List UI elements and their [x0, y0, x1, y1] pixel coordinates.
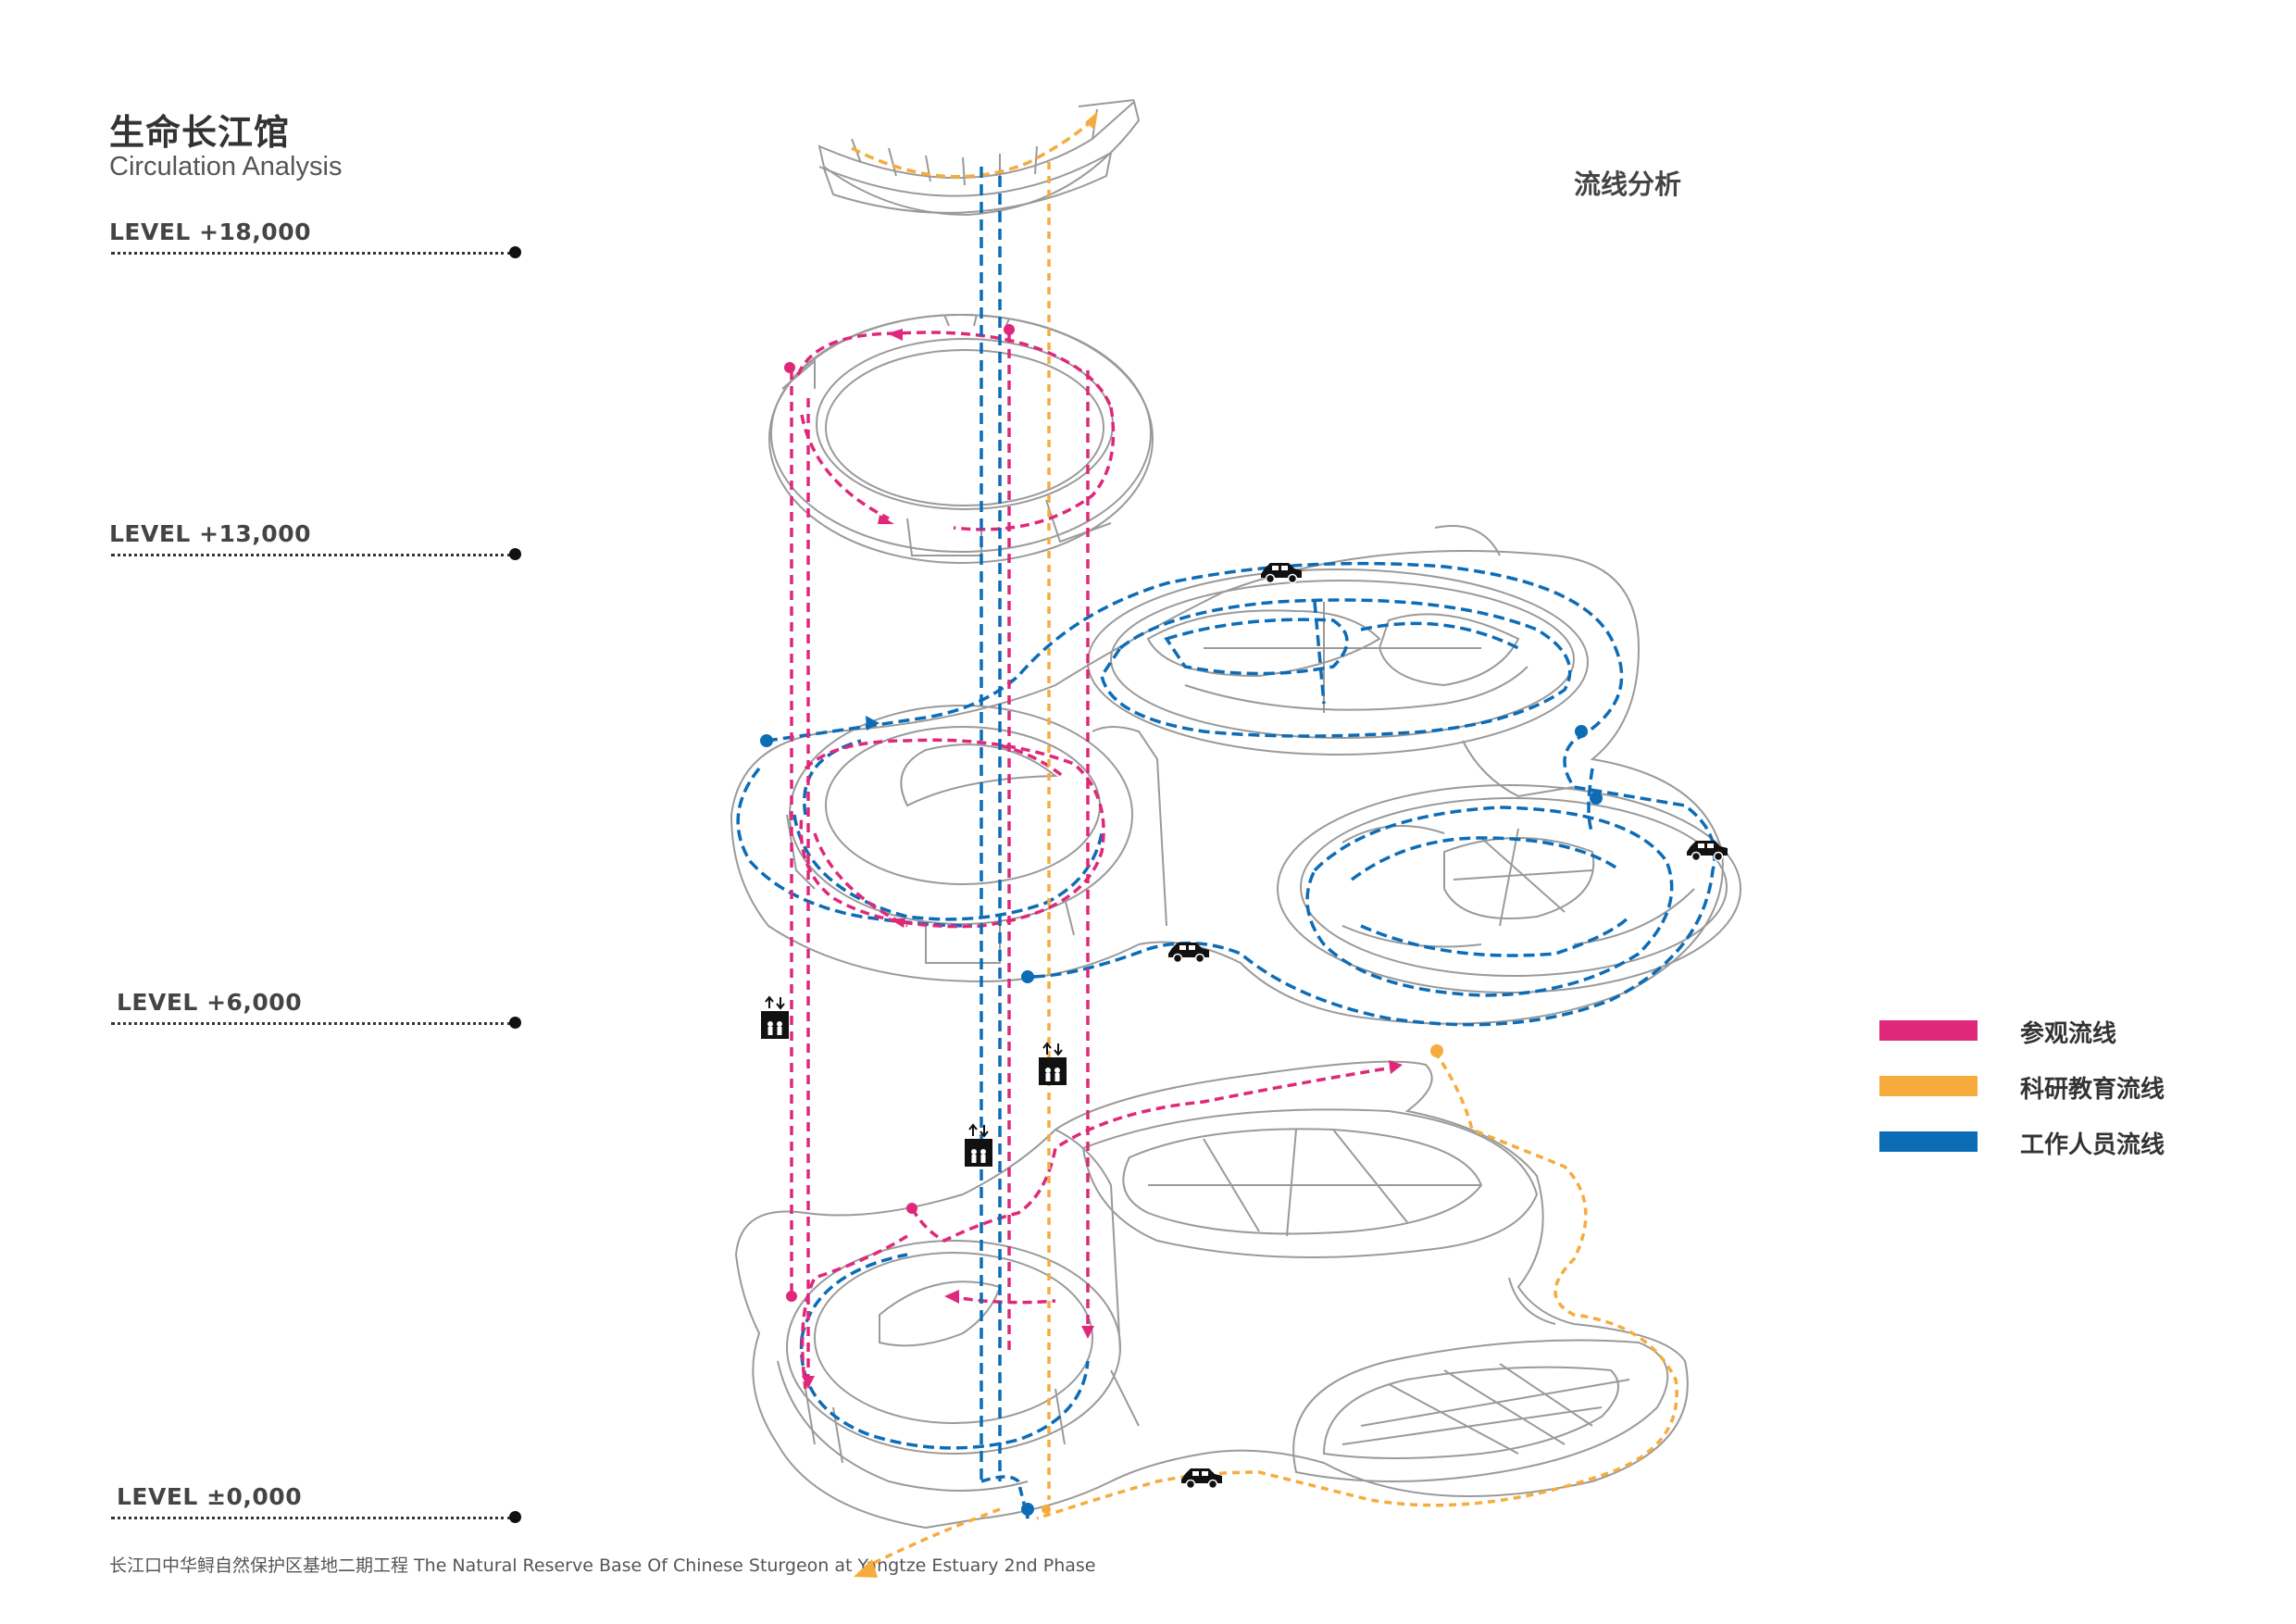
legend-label-visitor: 参观流线: [2020, 1020, 2117, 1048]
legend-swatch-research: [1879, 1076, 1978, 1096]
elevator-icon: [1038, 1043, 1067, 1086]
legend-label-staff: 工作人员流线: [2020, 1131, 2165, 1159]
level-line-0: [111, 1517, 511, 1519]
level-label-18000: LEVEL +18,000: [109, 219, 311, 245]
page-subtitle: Circulation Analysis: [109, 152, 343, 181]
level-dot-18000: [509, 246, 521, 258]
level-line-6000: [111, 1022, 511, 1025]
level-dot-0: [509, 1511, 521, 1523]
level-label-0: LEVEL ±0,000: [117, 1483, 303, 1510]
elevator-icon: [760, 996, 790, 1040]
project-footer: 长江口中华鲟自然保护区基地二期工程 The Natural Reserve Ba…: [109, 1555, 1096, 1576]
level-label-13000: LEVEL +13,000: [109, 520, 311, 547]
level-13000-structure: [768, 314, 1154, 564]
page-title: 生命长江馆: [109, 112, 291, 153]
legend-swatch-visitor: [1879, 1020, 1978, 1041]
level-line-18000: [111, 252, 511, 255]
diagram-title: 流线分析: [1574, 169, 1682, 200]
level-0-structure: [734, 1060, 1689, 1530]
level-line-13000: [111, 554, 511, 556]
legend-label-research: 科研教育流线: [2020, 1076, 2165, 1104]
level-6000-structure: [730, 525, 1741, 1025]
elevator-icon: [964, 1124, 993, 1168]
level-label-6000: LEVEL +6,000: [117, 989, 303, 1016]
legend-swatch-staff: [1879, 1131, 1978, 1152]
level-dot-13000: [509, 548, 521, 560]
car-icon: [1180, 1468, 1223, 1490]
level-dot-6000: [509, 1017, 521, 1029]
